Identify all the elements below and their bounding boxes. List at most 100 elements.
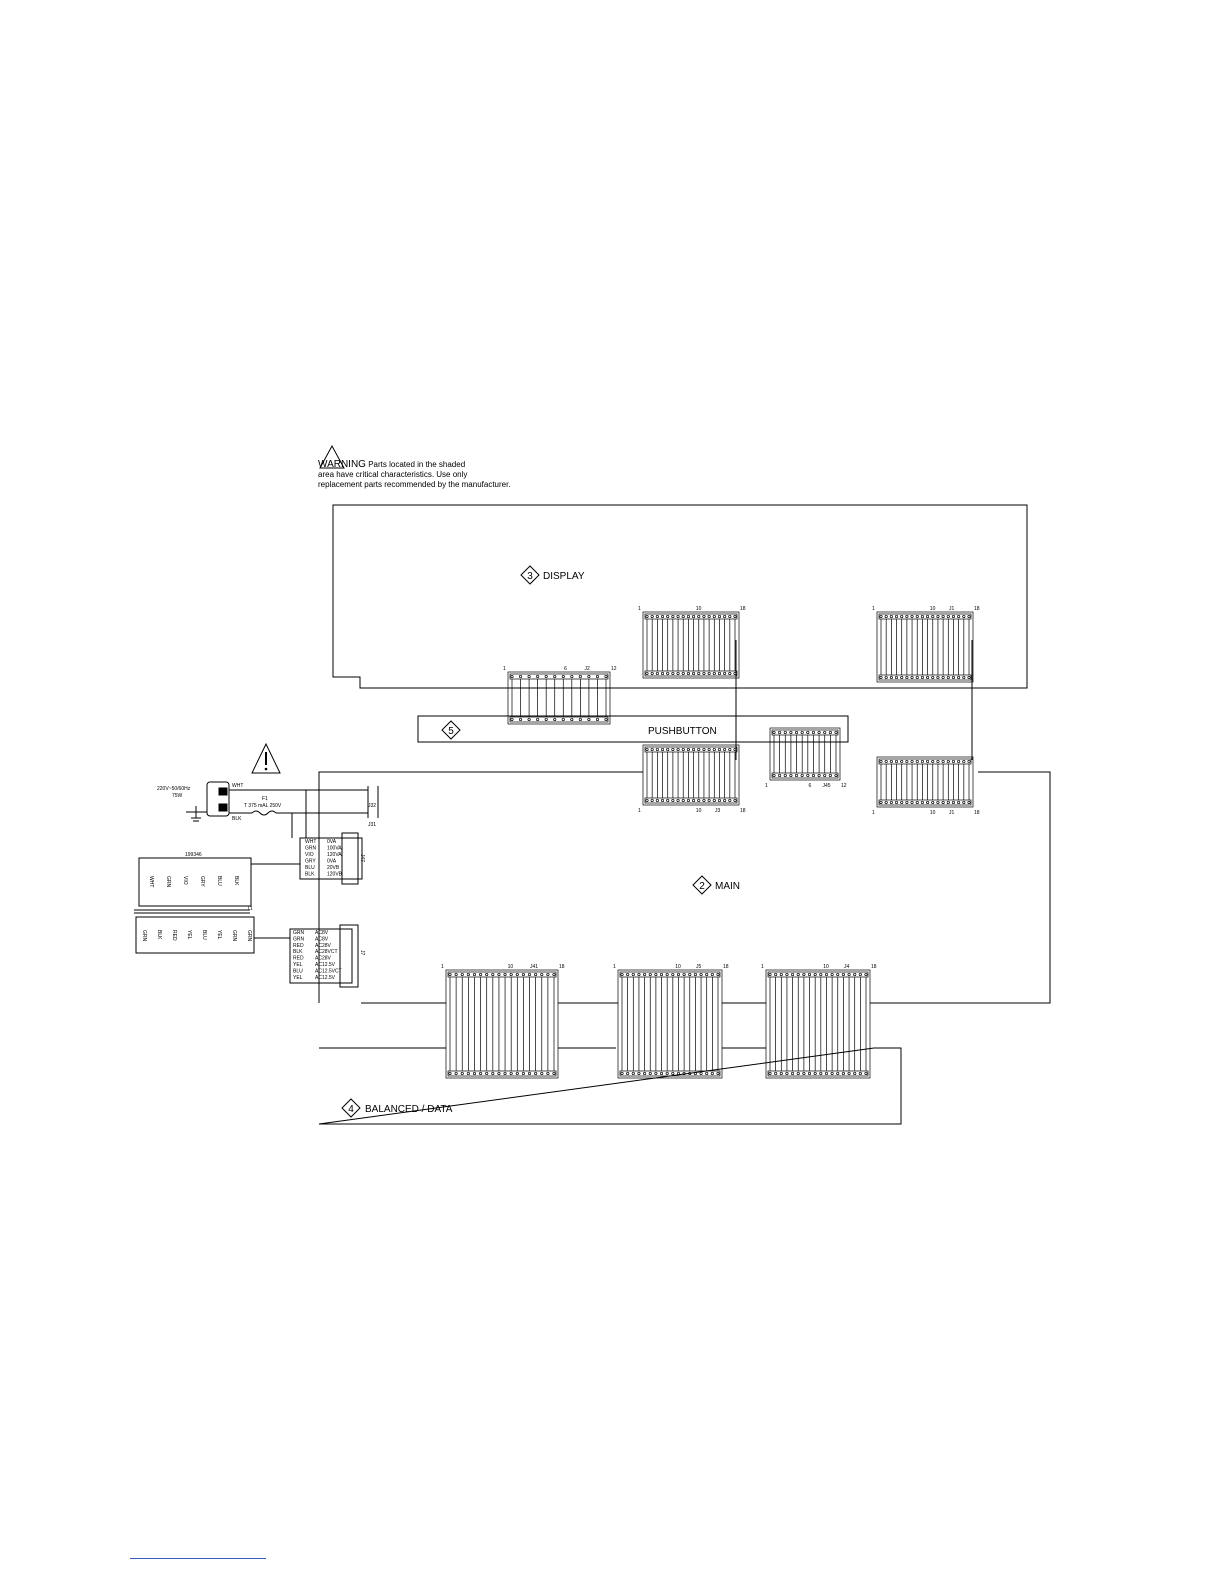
pin bbox=[491, 1071, 495, 1076]
pin bbox=[561, 717, 565, 722]
power-connector-j7-housing bbox=[339, 924, 359, 988]
power-connector-j47-wire-value: 0VA bbox=[327, 859, 337, 865]
pin bbox=[561, 674, 565, 679]
pin bbox=[650, 614, 654, 619]
connector-header bbox=[878, 613, 972, 620]
pin bbox=[791, 1071, 795, 1076]
board-number-diamond bbox=[341, 1098, 361, 1118]
pin bbox=[645, 614, 649, 619]
pin bbox=[578, 717, 582, 722]
pin bbox=[553, 674, 557, 679]
secondary-lead-label: BLK bbox=[156, 930, 162, 940]
pin bbox=[723, 798, 727, 803]
pin bbox=[941, 675, 945, 680]
pin bbox=[905, 800, 909, 805]
pin bbox=[884, 675, 888, 680]
pin bbox=[716, 972, 720, 977]
pin bbox=[485, 1071, 489, 1076]
pin bbox=[645, 747, 649, 752]
main-board-number: 2 bbox=[699, 881, 705, 892]
pin bbox=[915, 759, 919, 764]
pin bbox=[936, 759, 940, 764]
secondary-lead-label: YEL bbox=[216, 930, 222, 940]
pin-mid-label: 10 bbox=[823, 964, 829, 970]
pin-last-label: 18 bbox=[871, 964, 877, 970]
pin-first-label: 1 bbox=[872, 810, 875, 816]
power-connector-j7 bbox=[289, 928, 353, 984]
pin bbox=[889, 675, 893, 680]
pin bbox=[884, 759, 888, 764]
pin bbox=[717, 671, 722, 676]
pin bbox=[768, 1071, 772, 1076]
secondary-lead-label: GRN bbox=[231, 930, 237, 942]
pin bbox=[578, 674, 582, 679]
pin bbox=[774, 1071, 778, 1076]
pin bbox=[723, 614, 727, 619]
pin bbox=[676, 614, 680, 619]
pin bbox=[894, 675, 899, 680]
pin bbox=[819, 972, 823, 977]
connector-ref: J2 bbox=[585, 666, 591, 672]
pin bbox=[910, 800, 914, 805]
power-connector-j7-wire-value: AC8V bbox=[315, 936, 329, 942]
pin bbox=[710, 1071, 714, 1076]
pin bbox=[702, 798, 706, 803]
pin bbox=[552, 972, 556, 977]
power-connector-j47-wire-color: BLK bbox=[305, 872, 315, 878]
primary-lead-label: BLK bbox=[233, 876, 239, 886]
pin bbox=[900, 675, 904, 680]
power-connector-j47-wire-value: 100VA bbox=[327, 846, 342, 852]
connector-header bbox=[771, 729, 839, 736]
pin bbox=[655, 671, 659, 676]
pin bbox=[806, 773, 810, 778]
pin bbox=[712, 798, 716, 803]
pin bbox=[951, 614, 956, 619]
wire-black-label: BLK bbox=[232, 816, 242, 822]
power-connector-j7-wire-value: AC12.5V bbox=[315, 962, 336, 968]
pin bbox=[671, 671, 675, 676]
pin bbox=[460, 972, 464, 977]
pin bbox=[697, 798, 701, 803]
pin bbox=[723, 671, 727, 676]
pin bbox=[604, 717, 608, 722]
connector-header bbox=[644, 746, 738, 753]
pin bbox=[951, 675, 956, 680]
pin bbox=[637, 972, 641, 977]
pin bbox=[946, 800, 950, 805]
power-connector-j47-ref: J47 bbox=[359, 854, 365, 862]
connector-header bbox=[644, 797, 738, 804]
transformer-secondary bbox=[135, 916, 255, 954]
pin bbox=[693, 1071, 697, 1076]
pin bbox=[841, 1071, 845, 1076]
pin bbox=[645, 798, 649, 803]
pin bbox=[796, 1071, 800, 1076]
pin bbox=[936, 800, 940, 805]
pin-first-label: 1 bbox=[872, 606, 875, 612]
pin bbox=[671, 1071, 675, 1076]
pin bbox=[620, 972, 624, 977]
pin bbox=[472, 972, 477, 977]
pin-last-label: 18 bbox=[723, 964, 729, 970]
pin bbox=[671, 972, 675, 977]
pin bbox=[660, 798, 665, 803]
pin bbox=[879, 614, 883, 619]
connector-ref: J3 bbox=[715, 808, 721, 814]
pin bbox=[910, 675, 914, 680]
power-connector-j7-ref: J7 bbox=[359, 950, 365, 956]
pin bbox=[884, 614, 888, 619]
board-number-diamond bbox=[520, 565, 540, 585]
power-connector-j7-wire-color: BLK bbox=[293, 949, 303, 955]
pin bbox=[946, 614, 950, 619]
pin bbox=[900, 800, 904, 805]
power-connector-j47-wire-color: VIO bbox=[305, 852, 314, 858]
pin-mid-label: 10 bbox=[696, 606, 702, 612]
pin bbox=[967, 614, 971, 619]
pin bbox=[723, 747, 727, 752]
power-connector-j7-wire-color: BLU bbox=[293, 968, 303, 974]
pin bbox=[702, 671, 706, 676]
pin bbox=[910, 759, 914, 764]
pin bbox=[783, 730, 787, 735]
